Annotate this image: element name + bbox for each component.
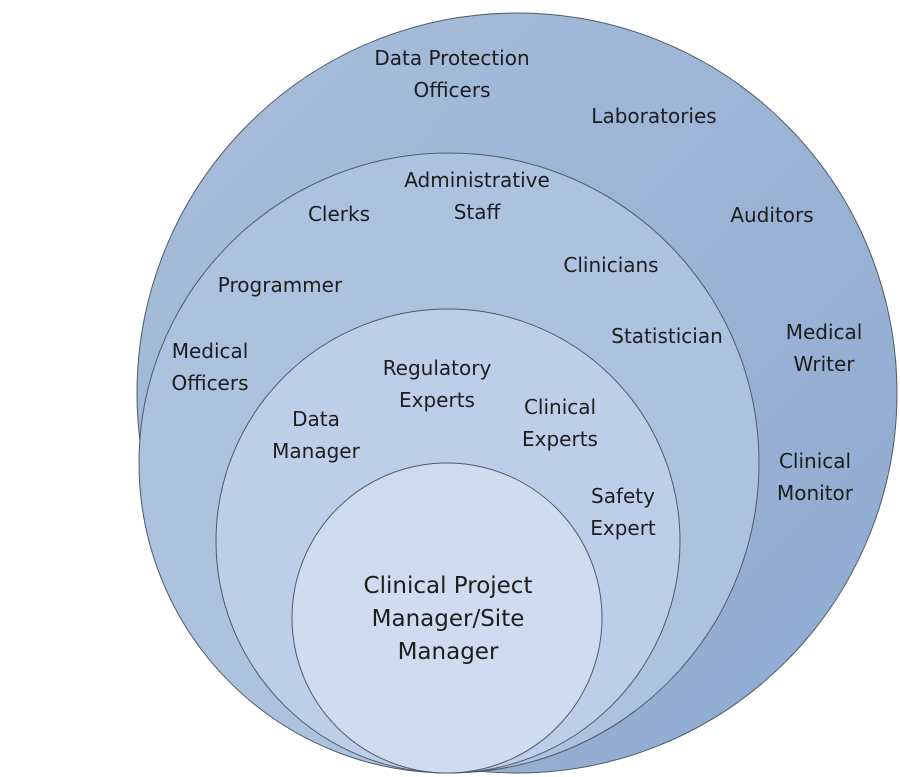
label-clerks: Clerks: [307, 202, 371, 226]
label-programmer: Programmer: [217, 273, 343, 297]
label-laboratories: Laboratories: [591, 104, 717, 128]
label-clinicians: Clinicians: [563, 253, 659, 277]
inner-circle: [291, 462, 603, 774]
label-statistician: Statistician: [611, 324, 723, 348]
label-auditors: Auditors: [730, 203, 814, 227]
